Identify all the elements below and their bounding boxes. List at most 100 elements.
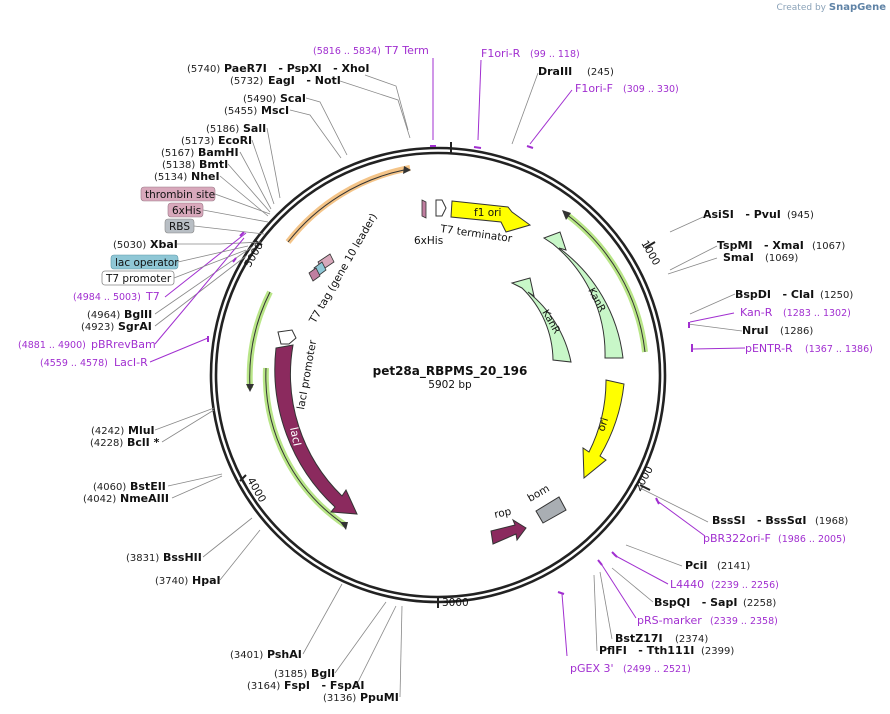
primer-marks — [207, 145, 693, 595]
laci-orf-arrow-2 — [265, 367, 346, 526]
enz-bglii: BglII — [124, 308, 152, 321]
enz-pos-ecori: (5173) — [181, 136, 214, 147]
enz-fspi: FspI - FspAI — [284, 679, 364, 692]
insert-highlight — [285, 165, 411, 244]
kanr-orf-head — [562, 210, 571, 220]
enz-draiii: DraIII — [538, 65, 572, 78]
insert-arrow — [287, 169, 405, 243]
box-t7-promoter-label: T7 promoter — [105, 273, 172, 285]
enz-pos-ppumi: (3136) — [323, 693, 356, 704]
enz-scai: ScaI — [280, 92, 306, 105]
enz-ppumi: PpuMI — [360, 691, 399, 704]
enz-pos-nrui: (1286) — [780, 326, 813, 337]
prim-pos-prs: (2339 .. 2358) — [710, 616, 778, 627]
rop-label: rop — [493, 506, 513, 521]
enz-pos-bmti: (5138) — [162, 160, 195, 171]
prim-pos-pgex: (2499 .. 2521) — [623, 664, 691, 675]
kanr-outer-feature — [542, 231, 624, 359]
plasmid-name: pet28a_RBPMS_20_196 — [373, 364, 528, 379]
ori-feature — [582, 379, 625, 480]
enz-mlui: MluI — [128, 424, 155, 437]
box-leader-rbs — [193, 225, 265, 235]
insert-arrow-head — [403, 166, 411, 174]
box-6xhis: 6xHis — [167, 202, 204, 218]
enz-pos-bglii: (4964) — [87, 310, 120, 321]
enz-nhei: NheI — [191, 170, 220, 183]
box-rbs-label: RBS — [169, 221, 190, 233]
prim-pos-kanr: (1283 .. 1302) — [783, 308, 851, 319]
box-leader-t7prom — [173, 249, 247, 279]
ori-label: ori — [595, 416, 611, 433]
prim-pos-f1orir: (99 .. 118) — [530, 49, 580, 60]
primer-leader-lines — [149, 58, 746, 657]
prim-pos-laci-r: (4559 .. 4578) — [40, 358, 108, 369]
tick-3000: 3000 — [442, 597, 469, 609]
enz-bsssi: BssSI - BssSαI — [712, 514, 806, 527]
prim-pbrrevbam: pBRrevBam — [91, 338, 156, 351]
enz-pos-sali: (5186) — [206, 124, 239, 135]
prim-laci-r: LacI-R — [114, 356, 148, 369]
prim-pentr: pENTR-R — [745, 342, 793, 355]
enz-pos-bamhi: (5167) — [161, 148, 194, 159]
laci-orf-head-1 — [246, 384, 254, 392]
snapgene-brand: Created by SnapGene — [776, 2, 886, 13]
box-lac-operator-label: lac operator — [115, 257, 179, 269]
prim-pgex: pGEX 3' — [570, 662, 614, 675]
prim-kanr: Kan-R — [740, 306, 773, 319]
prim-f1orif: F1ori-F — [575, 82, 613, 95]
prim-pos-pbr322: (1986 .. 2005) — [778, 534, 846, 545]
enz-msci: MscI — [261, 104, 289, 117]
prim-l4440: L4440 — [670, 578, 704, 591]
prim-pbr322: pBR322ori-F — [703, 532, 771, 545]
enz-pos-pcii: (2141) — [717, 561, 750, 572]
enz-paer7i: PaeR7I - PspXI - XhoI — [224, 62, 369, 75]
enz-bspdi: BspDI - ClaI — [735, 288, 814, 301]
enz-pos-tspmi: (1067) — [812, 241, 845, 252]
enz-pos-bspdi: (1250) — [820, 290, 853, 301]
enz-pos-fspi: (3164) — [247, 681, 280, 692]
enz-pos-eagi: (5732) — [230, 76, 263, 87]
enz-pos-mlui: (4242) — [91, 426, 124, 437]
enz-pos-bspqi: (2258) — [743, 598, 776, 609]
enz-bspqi: BspQI - SapI — [654, 596, 737, 609]
laci-orf-head-2 — [340, 522, 348, 530]
enz-sali: SalI — [243, 122, 266, 135]
bom-label: bom — [526, 483, 552, 505]
enz-pos-bsshii: (3831) — [126, 553, 159, 564]
f1-ori-feature — [450, 200, 532, 233]
box-thrombin-site: thrombin site — [140, 186, 216, 202]
enz-pos-bstz17i: (2374) — [675, 634, 708, 645]
enz-pos-xbai: (5030) — [113, 240, 146, 251]
box-leader-lacop — [177, 245, 249, 263]
enz-bmti: BmtI — [199, 158, 228, 171]
laci-promoter-arrow — [277, 329, 297, 345]
brand-name: SnapGene — [828, 2, 886, 13]
enz-bamhi: BamHI — [198, 146, 239, 159]
bom-feature — [535, 496, 567, 524]
enz-bcli: BclI * — [127, 436, 160, 449]
enz-sgrai: SgrAI — [118, 320, 152, 333]
enz-pos-scai: (5490) — [243, 94, 276, 105]
kanr-inner-label: KanR — [539, 308, 561, 336]
f1-ori-label: f1 ori — [474, 207, 501, 219]
box-leader-6xhis — [202, 209, 269, 223]
prim-pos-l4440: (2239 .. 2256) — [711, 580, 779, 591]
enz-pos-bcli: (4228) — [90, 438, 123, 449]
enz-asisi: AsiSI - PvuI — [703, 208, 781, 221]
enz-pflfi: PflFI - Tth111I — [599, 644, 694, 657]
prim-pos-t7term: (5816 .. 5834) — [313, 46, 381, 57]
enz-hpai: HpaI — [192, 574, 221, 587]
laci-orf-arrow-1 — [249, 291, 271, 389]
enz-pos-pflfi: (2399) — [701, 646, 734, 657]
enz-bgli: BglI — [311, 667, 335, 680]
kanr-orf-arrow — [565, 213, 646, 353]
enz-pos-asisi: (945) — [787, 210, 814, 221]
enz-pos-nhei: (5134) — [154, 172, 187, 183]
enz-xbai: XbaI — [150, 238, 178, 251]
enz-pos-smai: (1069) — [765, 253, 798, 264]
tick-1000: 1000 — [638, 239, 662, 268]
prim-pos-t7: (4984 .. 5003) — [73, 292, 141, 303]
t7-region-features — [308, 253, 335, 282]
enz-smai: SmaI — [723, 251, 754, 264]
enz-pcii: PciI — [685, 559, 707, 572]
